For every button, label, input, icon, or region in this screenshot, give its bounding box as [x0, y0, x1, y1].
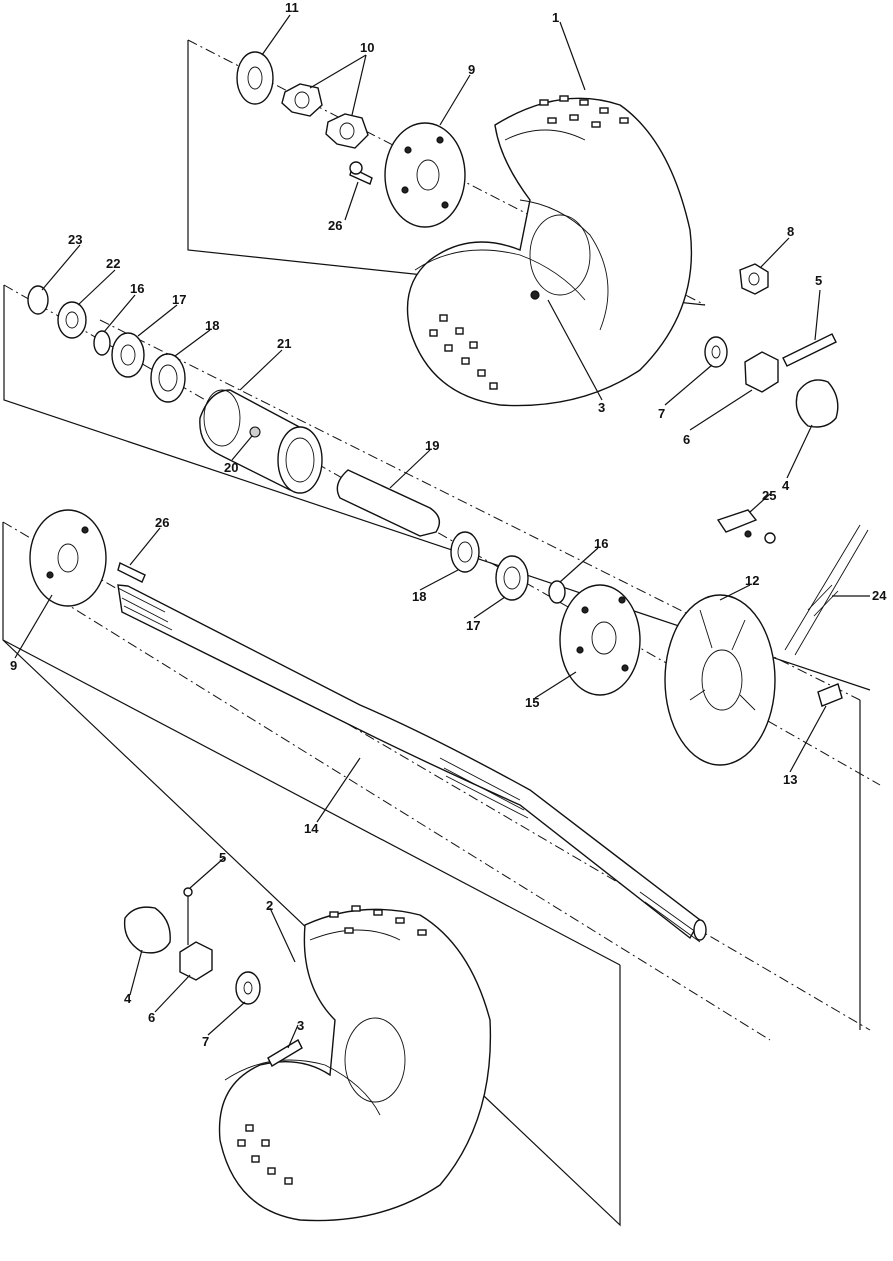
cap-4-upper: [795, 379, 839, 428]
callout-8: 8: [787, 224, 794, 239]
callout-16-left: 16: [130, 281, 144, 296]
callout-7-lower: 7: [202, 1034, 209, 1049]
callout-15: 15: [525, 695, 539, 710]
seal-22: [57, 301, 87, 339]
upper-hardware: [236, 51, 839, 428]
callout-6-lower: 6: [148, 1010, 155, 1025]
sprocket-hub-15: [559, 584, 641, 696]
castle-nut-6-lower: [179, 941, 213, 981]
nut-10a: [281, 83, 323, 117]
callout-10: 10: [360, 40, 374, 55]
callout-4-upper: 4: [782, 478, 790, 493]
callout-22: 22: [106, 256, 120, 271]
callout-5-upper: 5: [815, 273, 822, 288]
callout-26-left: 26: [155, 515, 169, 530]
castle-nut-6-upper: [744, 351, 779, 393]
callout-11: 11: [285, 0, 299, 15]
callout-17-right: 17: [466, 618, 480, 633]
callout-3-upper: 3: [598, 400, 605, 415]
bearing-17-right: [495, 555, 529, 601]
callout-25: 25: [762, 488, 776, 503]
o-ring-16-right: [548, 580, 566, 604]
hub-9-left-group: [29, 509, 146, 607]
washer-7-lower: [235, 971, 261, 1005]
tire-tread-blocks: [429, 95, 629, 390]
bolt-26-left: [117, 562, 146, 583]
callout-6-upper: 6: [683, 432, 690, 447]
sprocket-group: [559, 509, 869, 766]
callout-13: 13: [783, 772, 797, 787]
stud-3-lower: [267, 1039, 303, 1067]
snap-ring-23: [27, 285, 49, 315]
lower-hardware: [123, 887, 303, 1067]
nut-8: [739, 263, 769, 295]
washer-7-upper: [704, 336, 728, 368]
tire-rear-upper: [406, 95, 693, 407]
bearing-18-left: [150, 353, 186, 403]
bearing-17-left: [111, 332, 145, 378]
tire-tread-blocks-lower: [237, 905, 427, 1185]
hub-9-upper: [384, 122, 466, 228]
callout-3-lower: 3: [297, 1018, 304, 1033]
axle-14: [117, 584, 707, 943]
nut-10b: [325, 113, 369, 149]
callout-14: 14: [304, 821, 319, 836]
callout-9-left: 9: [10, 658, 17, 673]
callout-19: 19: [425, 438, 439, 453]
callout-4-lower: 4: [124, 991, 132, 1006]
chain-24: [807, 584, 839, 617]
washer-11: [236, 51, 274, 105]
grease-fitting-20: [249, 426, 261, 438]
callout-12: 12: [745, 573, 759, 588]
o-ring-16-left: [93, 330, 111, 356]
callout-21: 21: [277, 336, 291, 351]
tire-rear-lower: [218, 905, 492, 1222]
callout-23: 23: [68, 232, 82, 247]
hub-9-left: [29, 509, 107, 607]
callout-18-right: 18: [412, 589, 426, 604]
cap-4-lower: [123, 906, 171, 954]
bolt-13: [817, 683, 843, 707]
cotter-pin-5-upper: [782, 333, 837, 367]
leader-lines: [14, 14, 870, 1049]
callout-16-right: 16: [594, 536, 608, 551]
callout-20: 20: [224, 460, 238, 475]
bearing-carrier-group: [27, 285, 566, 604]
callout-24: 24: [872, 588, 887, 603]
callout-26-upper: 26: [328, 218, 342, 233]
master-link-25: [716, 509, 758, 533]
sprocket-12: [664, 594, 776, 766]
callout-2: 2: [266, 898, 273, 913]
callout-1: 1: [552, 10, 559, 25]
callout-7-upper: 7: [658, 406, 665, 421]
callout-9-upper: 9: [468, 62, 475, 77]
callout-5-lower: 5: [219, 850, 226, 865]
callout-18-left: 18: [205, 318, 219, 333]
callout-labels: 1 2 3 3 4 4 5 5 6 6 7 7 8 9 9 10 11 12 1…: [10, 0, 887, 1049]
callout-17-left: 17: [172, 292, 186, 307]
spacer-tube-19: [336, 469, 441, 537]
bearing-18-right: [450, 531, 480, 573]
